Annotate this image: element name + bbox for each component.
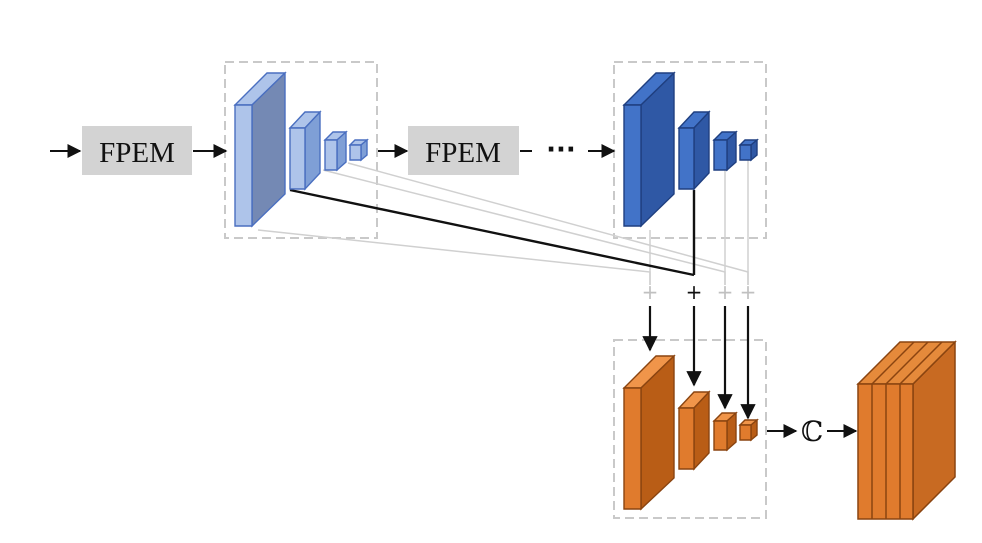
fpem-label-1: FPEM [99,137,175,169]
add-symbol-3: + [717,280,734,304]
stage2-feature-map-medium [677,110,711,191]
stage1-feature-pyramid [233,71,369,228]
stage1-feature-map-tiny [348,138,369,162]
stage1-feature-map-medium [288,110,322,191]
dashed-group-box-fused [613,339,767,519]
stage2-feature-map-large [622,71,676,228]
fused-feature-pyramid [622,354,759,511]
stage1-feature-map-small [323,130,348,172]
stage1-feature-map-large [233,71,287,228]
fused-feature-map-medium [677,390,711,471]
fused-feature-map-small [712,411,738,452]
stage2-feature-map-tiny [738,138,759,162]
fusion-down-arrows [642,306,756,420]
add-symbol-4: + [740,280,757,304]
fpem-block-1: FPEM [82,126,192,175]
add-symbol-1: + [642,280,659,304]
concat-symbol: ℂ [801,415,823,448]
dark-connector-level2 [289,188,696,277]
concatenated-output-feature-stack [856,340,957,521]
fused-feature-map-tiny [738,418,759,442]
stage2-feature-map-small [712,130,738,172]
stage2-connectors [649,160,749,285]
fpem-block-2: FPEM [408,126,519,175]
add-symbol-2: + [686,280,703,304]
stage2-feature-pyramid [622,71,759,228]
output-slice-dividers [871,341,943,519]
ellipsis: ··· [546,135,576,165]
fpem-label-2: FPEM [425,137,501,169]
fused-feature-map-large [622,354,676,511]
